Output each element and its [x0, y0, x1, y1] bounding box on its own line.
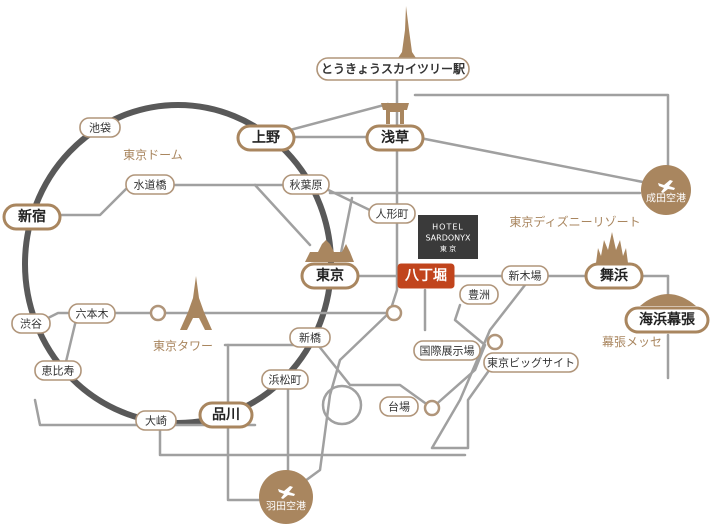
- node-daiba: [423, 399, 441, 417]
- station-toyosu[interactable]: 豊洲: [459, 284, 499, 305]
- rail-ueno-skytree: [288, 102, 390, 132]
- rail-chuo: [48, 183, 292, 217]
- svg-text:海浜幕張: 海浜幕張: [639, 311, 696, 328]
- airport-haneda[interactable]: 羽田空港: [259, 470, 313, 524]
- svg-text:国際展示場: 国際展示場: [420, 345, 475, 358]
- makuhari-messe-icon: [640, 294, 696, 306]
- station-suidobashi[interactable]: 水道橋: [125, 174, 175, 195]
- station-daiba[interactable]: 台場: [379, 396, 419, 417]
- station-akihabara[interactable]: 秋葉原: [282, 174, 330, 195]
- asakusa-gate-icon: [381, 103, 409, 124]
- svg-text:新宿: 新宿: [18, 208, 46, 225]
- svg-text:恵比寿: 恵比寿: [42, 364, 75, 378]
- svg-text:六本木: 六本木: [76, 307, 109, 321]
- node-toyosu: [486, 333, 504, 351]
- station-ebisu[interactable]: 恵比寿: [34, 360, 82, 381]
- rail-to-narita-top: [413, 93, 670, 172]
- skytree-station-label: とうきょうスカイツリー駅: [321, 62, 466, 76]
- airport-haneda-label: 羽田空港: [266, 500, 306, 513]
- station-ningyocho[interactable]: 人形町: [368, 203, 416, 224]
- rail-rinkai: [430, 283, 527, 450]
- svg-text:品川: 品川: [212, 407, 240, 423]
- station-ueno[interactable]: 上野: [236, 124, 296, 152]
- svg-text:豊洲: 豊洲: [468, 289, 490, 302]
- station-ikebukuro[interactable]: 池袋: [79, 117, 121, 138]
- disney-castle-icon: [596, 232, 628, 263]
- svg-text:上野: 上野: [252, 130, 280, 146]
- station-maihama[interactable]: 舞浜: [584, 262, 644, 290]
- station-hatchobori[interactable]: 八丁堀: [397, 263, 455, 289]
- rail-haneda: [226, 343, 262, 502]
- svg-text:大崎: 大崎: [145, 414, 167, 428]
- airplane-icon: [658, 180, 675, 193]
- svg-text:舞浜: 舞浜: [600, 267, 628, 284]
- hotel-sardonyx-badge[interactable]: HOTEL SARDONYX 東 京: [418, 215, 478, 259]
- station-kokusai-tenjijo[interactable]: 国際展示場: [413, 340, 481, 361]
- rail-asakusa-east: [413, 135, 650, 185]
- skytree-station-box[interactable]: [316, 57, 470, 81]
- node-roppongi-east: [149, 304, 167, 322]
- tokyo-tower-icon: [180, 276, 212, 330]
- rail-toyosu: [430, 303, 487, 410]
- landmark-tokyo-dome: 東京ドーム: [123, 148, 183, 162]
- rail-yurikamome-loop: [321, 384, 363, 426]
- airplane-icon: [278, 486, 295, 499]
- skytree-landmark: とうきょうスカイツリー駅: [316, 6, 470, 81]
- station-kaihin-makuhari[interactable]: 海浜幕張: [624, 306, 710, 334]
- skytree-icon: [398, 6, 416, 58]
- node-hibiya-east: [385, 304, 403, 322]
- hotel-name-line3: 東 京: [440, 244, 456, 253]
- rail-rinkai-bottom: [158, 423, 467, 457]
- svg-text:池袋: 池袋: [89, 121, 111, 135]
- rail-lines: [22, 78, 670, 502]
- station-tokyo[interactable]: 東京: [300, 262, 360, 290]
- rail-ningyocho-tokyo: [338, 196, 354, 260]
- svg-text:秋葉原: 秋葉原: [290, 178, 323, 192]
- svg-text:東京ビッグサイト: 東京ビッグサイト: [487, 356, 575, 370]
- svg-text:人形町: 人形町: [376, 208, 409, 221]
- station-roppongi[interactable]: 六本木: [68, 303, 116, 324]
- station-shinjuku[interactable]: 新宿: [2, 203, 62, 231]
- svg-text:八丁堀: 八丁堀: [404, 268, 447, 284]
- landmark-labels: 東京ドーム 東京タワー 東京ディズニーリゾート 幕張メッセ: [123, 148, 662, 353]
- airport-narita[interactable]: 成田空港: [641, 165, 691, 215]
- station-shinkiba[interactable]: 新木場: [501, 265, 549, 286]
- hotel-name-line1: HOTEL: [432, 223, 464, 232]
- station-shinagawa[interactable]: 品川: [198, 401, 254, 429]
- svg-text:新木場: 新木場: [509, 269, 542, 283]
- hotel-name-line2: SARDONYX: [425, 234, 471, 243]
- rail-yurikamome: [316, 343, 434, 410]
- rail-osaki-shinagawa: [33, 398, 257, 427]
- tokyo-station-icon: [305, 240, 354, 262]
- station-asakusa[interactable]: 浅草: [365, 124, 425, 152]
- svg-text:新橋: 新橋: [299, 331, 321, 345]
- svg-text:浅草: 浅草: [381, 129, 409, 146]
- landmark-makuhari-messe: 幕張メッセ: [602, 335, 662, 349]
- svg-text:東京: 東京: [316, 267, 344, 284]
- svg-text:水道橋: 水道橋: [134, 178, 167, 192]
- airport-narita-label: 成田空港: [646, 192, 686, 205]
- rail-asakusa-line: [288, 148, 399, 494]
- landmark-tokyo-tower: 東京タワー: [153, 339, 213, 353]
- station-shibuya[interactable]: 渋谷: [11, 313, 51, 334]
- station-labels: 池袋 水道橋 秋葉原 人形町 渋谷 恵比寿 六本木 新橋: [11, 117, 579, 431]
- landmark-disney-resort: 東京ディズニーリゾート: [509, 214, 640, 229]
- station-hamamatsucho[interactable]: 浜松町: [261, 369, 309, 390]
- station-tokyo-big-sight[interactable]: 東京ビッグサイト: [483, 352, 579, 373]
- svg-text:浜松町: 浜松町: [269, 373, 302, 387]
- station-shinbashi[interactable]: 新橋: [289, 327, 331, 348]
- rail-akihabara-tokyo: [253, 183, 312, 247]
- major-station-labels: 上野 浅草 新宿 東京 品川 舞浜 海浜幕張: [2, 124, 710, 429]
- svg-text:台場: 台場: [388, 400, 410, 414]
- transfer-nodes: [149, 304, 504, 417]
- station-osaki[interactable]: 大崎: [135, 410, 177, 431]
- svg-text:渋谷: 渋谷: [20, 318, 42, 331]
